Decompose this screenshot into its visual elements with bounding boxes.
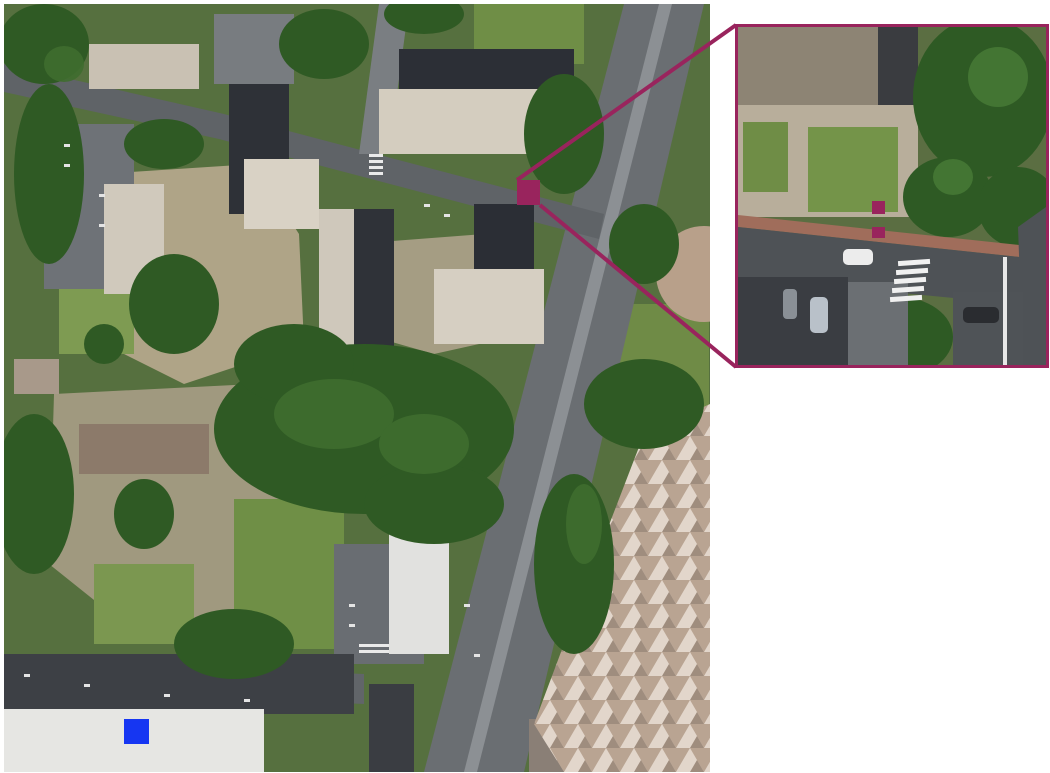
- inset-building-side: [878, 27, 918, 105]
- inset-grass: [743, 122, 788, 192]
- blue-location-marker: [124, 719, 149, 744]
- inset-road: [738, 227, 1046, 307]
- inset-marker-lower: [872, 227, 885, 238]
- inset-sidewalk: [738, 215, 1038, 259]
- inset-crosswalk: [889, 258, 931, 303]
- inset-building-roof: [738, 27, 888, 105]
- building: [244, 159, 319, 229]
- inset-car: [783, 289, 797, 319]
- patterned-roof-building: [534, 404, 710, 772]
- zoom-region-marker: [517, 180, 540, 205]
- inset-car-dark: [963, 307, 999, 323]
- aerial-photo: [4, 4, 710, 772]
- tree-highlights: [44, 46, 602, 564]
- zoomed-aerial-photo: [738, 27, 1046, 365]
- building-dark: [354, 209, 394, 349]
- inset-road-right: [1018, 207, 1046, 365]
- inset-car-white: [843, 249, 873, 265]
- crosswalk: [359, 154, 389, 653]
- street-north: [4, 64, 604, 239]
- aerial-map-view: [4, 4, 710, 772]
- building: [89, 44, 199, 89]
- inset-car-silver: [810, 297, 828, 333]
- building: [434, 269, 544, 344]
- grass: [94, 564, 194, 644]
- inset-grass: [808, 127, 898, 212]
- zoom-inset: [735, 24, 1049, 368]
- building-brown: [79, 424, 209, 474]
- street-vertical: [359, 4, 409, 154]
- parking-south: [4, 654, 354, 714]
- inset-marker-upper: [872, 201, 885, 214]
- inset-tree-highlights: [933, 47, 1028, 195]
- inset-parking-right: [953, 292, 1023, 365]
- building-dark: [369, 684, 414, 772]
- boulevard-median: [464, 4, 672, 772]
- building-white: [389, 534, 449, 654]
- inset-lane-line: [1003, 257, 1007, 365]
- parked-cars: [24, 144, 480, 702]
- inset-parking-edge: [848, 282, 908, 365]
- building: [14, 359, 59, 394]
